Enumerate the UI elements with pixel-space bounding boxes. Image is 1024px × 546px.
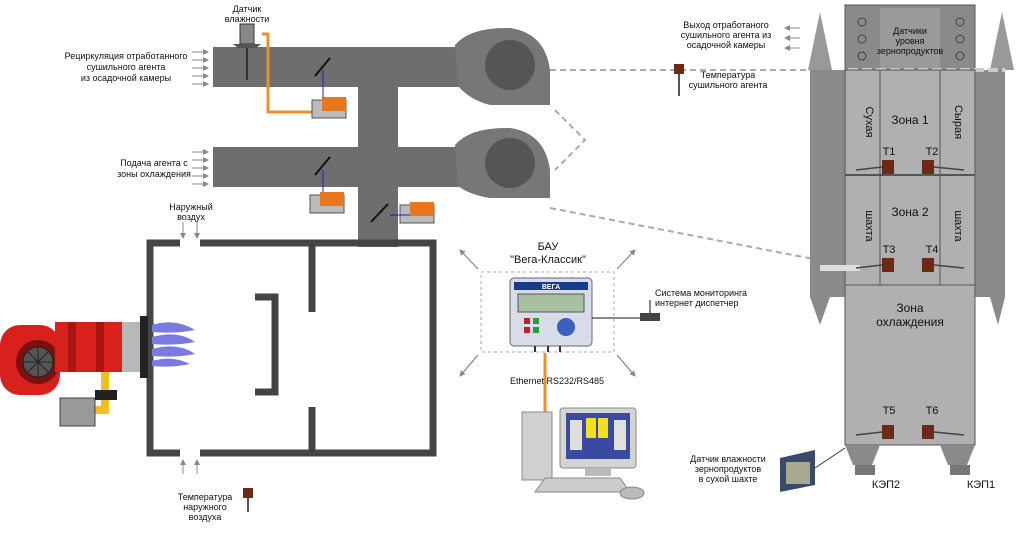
t6-label: Т6 (926, 405, 939, 417)
recirculation-label-2: сушильного агента (87, 62, 166, 72)
thermocouple-rods (855, 166, 965, 436)
outside-temp-label-1: Температура (178, 492, 233, 502)
cooling-label-1: Подача агента с (120, 158, 188, 168)
shaft-right-label: шахта (952, 210, 964, 242)
computer-icon (521, 407, 645, 500)
cooling-label-2: зоны охлаждения (117, 169, 191, 179)
grain-humidity-label-3: в сухой шахте (699, 474, 758, 484)
flame-icon (152, 322, 195, 367)
burner (0, 316, 148, 427)
grain-humidity-label-1: Датчик влажности (690, 454, 766, 464)
exhaust-label-3: осадочной камеры (687, 40, 766, 50)
level-sensors-label-3: зернопродуктов (877, 46, 944, 56)
antenna-icon (640, 300, 660, 321)
level-sensors-label-1: Датчики (893, 26, 927, 36)
dry-shaft-label: Сухая (863, 107, 875, 138)
t5-label: Т5 (883, 405, 896, 417)
exhaust-label-2: сушильного агента из (681, 30, 772, 40)
shaft-left-label: шахта (863, 210, 875, 242)
flow-arrows (180, 25, 800, 474)
monitoring-label-1: Система мониторинга (655, 288, 747, 298)
ports-label: Ethernet RS232/RS485 (510, 376, 604, 386)
kep1-label: КЭП1 (967, 479, 995, 491)
dampers (314, 57, 389, 223)
grain-humidity-label-2: зернопродуктов (695, 464, 762, 474)
controller-icon: ВЕГА (509, 277, 593, 352)
cooling-zone-label-1: Зона (896, 301, 924, 315)
thermocouple-icon (243, 488, 253, 512)
vega-logo: ВЕГА (542, 284, 560, 291)
wet-shaft-label: Сырая (952, 105, 964, 139)
zone1-label: Зона 1 (891, 113, 929, 127)
controller-title-1: БАУ (538, 241, 560, 253)
outside-air-label-1: Наружный (169, 202, 213, 212)
drying-temp-label-1: Температура (701, 70, 756, 80)
t2-label: Т2 (926, 146, 939, 158)
damper-actuator-icon (309, 97, 435, 224)
fan-lower (455, 127, 550, 198)
exhaust-label-1: Выход отработаного (683, 20, 768, 30)
humidity-sensor-label-1: Датчик (233, 4, 262, 14)
t4-label: Т4 (926, 244, 939, 256)
outside-air-label-2: воздух (177, 212, 205, 222)
t3-label: Т3 (883, 244, 896, 256)
humidity-sensor-label-2: влажности (225, 14, 269, 24)
kep2-label: КЭП2 (872, 479, 900, 491)
kep-nozzles (855, 465, 970, 475)
humidity-meter-icon (780, 447, 846, 492)
furnace-chamber (146, 239, 437, 457)
drying-temp-label-2: сушильного агента (689, 80, 768, 90)
controller-title-2: "Вега-Классик" (510, 254, 586, 266)
vertical-duct (358, 87, 398, 247)
cooling-zone-label-2: охлаждения (876, 315, 944, 329)
outside-temp-label-2: наружного (183, 502, 227, 512)
sensor-wire (262, 32, 322, 114)
tower-thermocouples (882, 160, 934, 439)
actuator-wires (322, 70, 410, 216)
controller-box (459, 249, 636, 377)
zone2-label: Зона 2 (891, 205, 929, 219)
recirculation-label-1: Рециркуляция отработанного (65, 51, 188, 61)
monitoring-label-2: интернет диспетчер (655, 298, 739, 308)
outside-temp-label-3: воздуха (189, 512, 222, 522)
t1-label: Т1 (883, 146, 896, 158)
thermocouple-icon (674, 64, 684, 96)
fan-upper (455, 27, 550, 105)
recirculation-label-3: из осадочной камеры (81, 73, 171, 83)
dryer-tower (808, 4, 1014, 465)
fan-links (549, 69, 861, 269)
humidity-sensor-icon (233, 23, 261, 80)
level-sensors-label-2: уровня (895, 36, 924, 46)
